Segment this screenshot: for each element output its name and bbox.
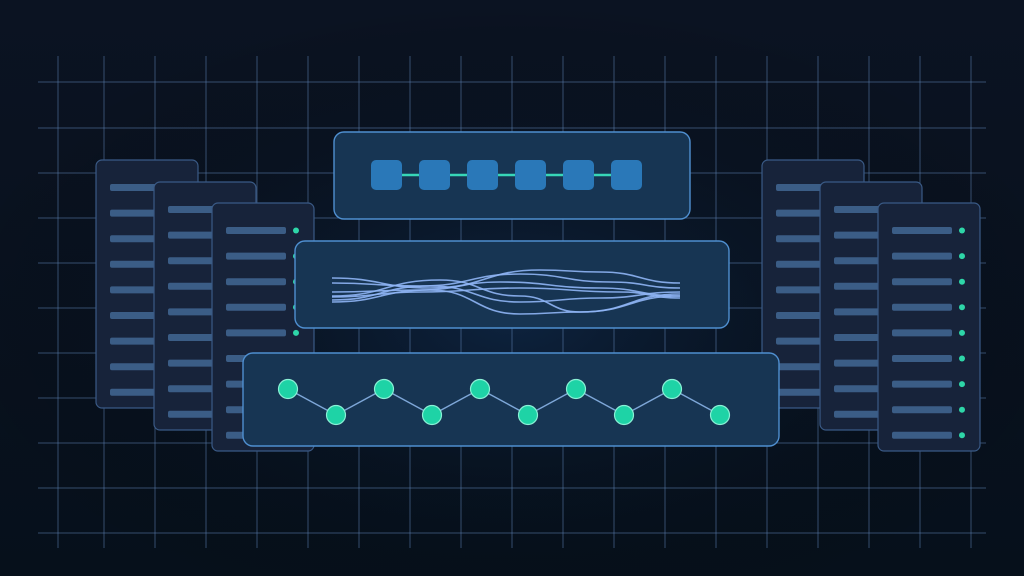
wave-line bbox=[331, 289, 681, 315]
status-led bbox=[959, 253, 965, 260]
graph-node bbox=[517, 404, 539, 426]
graph-node bbox=[469, 378, 491, 400]
rack-slot bbox=[892, 355, 952, 362]
pipeline-block bbox=[419, 160, 450, 190]
pipeline-block bbox=[467, 160, 498, 190]
pipeline-block bbox=[563, 160, 594, 190]
panel-frame bbox=[242, 352, 780, 447]
rack-slot bbox=[892, 406, 952, 414]
rack-slot bbox=[892, 227, 952, 234]
graph-node bbox=[373, 378, 395, 400]
graph-node bbox=[565, 378, 587, 400]
waveform-panel bbox=[294, 240, 730, 329]
graph-node bbox=[661, 378, 683, 400]
graph-node bbox=[421, 404, 443, 426]
graph-node bbox=[709, 404, 731, 426]
status-led bbox=[959, 355, 965, 362]
rack-slot bbox=[226, 303, 286, 311]
status-led bbox=[959, 406, 965, 413]
wave-line bbox=[331, 273, 681, 289]
status-led bbox=[293, 227, 299, 234]
wave-line bbox=[331, 285, 681, 303]
status-led bbox=[959, 227, 965, 234]
server-racks-left bbox=[95, 159, 315, 452]
status-led bbox=[959, 432, 965, 439]
graph-node bbox=[613, 404, 635, 426]
graph-node bbox=[277, 378, 299, 400]
status-led bbox=[959, 278, 965, 285]
graph-node bbox=[325, 404, 347, 426]
rack-slot bbox=[226, 227, 286, 234]
rack-slot bbox=[892, 303, 952, 311]
pipeline-block bbox=[515, 160, 546, 190]
status-led bbox=[959, 381, 965, 388]
rack-slot bbox=[226, 278, 286, 286]
rack-slot bbox=[226, 329, 286, 337]
status-led bbox=[293, 329, 299, 336]
panel-frame bbox=[294, 240, 730, 329]
rack-slot bbox=[892, 329, 952, 337]
server-rack bbox=[877, 202, 981, 452]
block-chain-panel bbox=[333, 131, 691, 220]
rack-slot bbox=[226, 252, 286, 260]
rack-slot bbox=[892, 380, 952, 388]
status-led bbox=[959, 329, 965, 336]
rack-slot bbox=[892, 252, 952, 260]
pipeline-block bbox=[611, 160, 642, 190]
rack-body bbox=[877, 202, 981, 452]
node-graph-panel bbox=[242, 352, 780, 447]
server-racks-right bbox=[761, 159, 981, 452]
rack-slot bbox=[892, 278, 952, 286]
pipeline-panels bbox=[242, 131, 780, 447]
status-led bbox=[959, 304, 965, 311]
pipeline-block bbox=[371, 160, 402, 190]
rack-slot bbox=[892, 431, 952, 439]
